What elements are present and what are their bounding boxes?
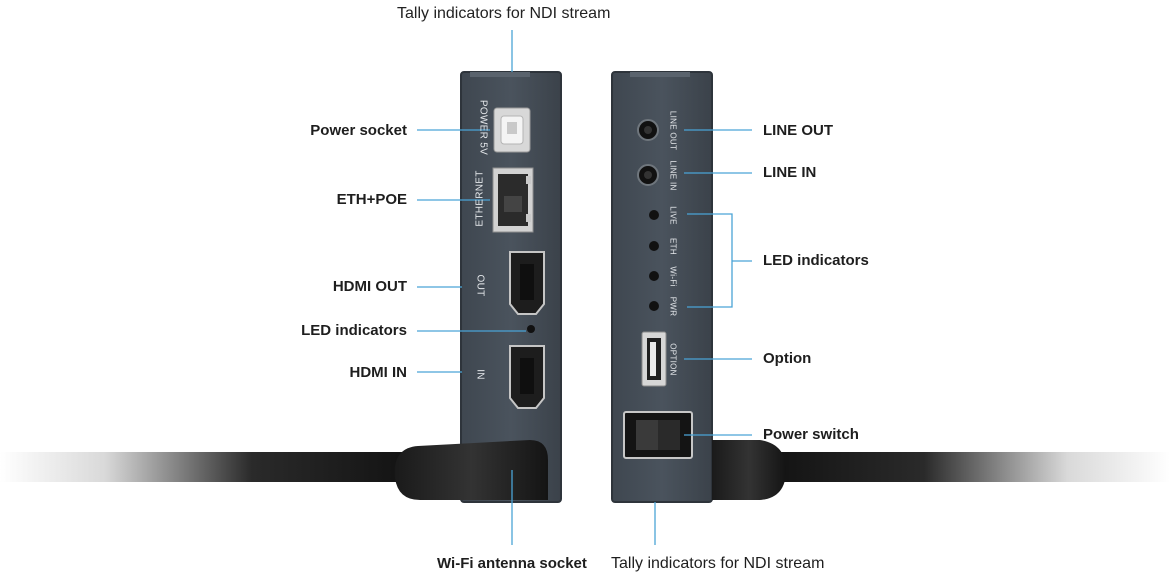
callout-power-switch: Power switch [763,426,859,443]
callout-eth-poe: ETH+POE [336,191,407,208]
led-indicator-icon [527,325,535,333]
power-socket-icon [493,107,531,153]
label-line-out: LINE OUT [668,110,678,151]
right-antenna-cable [760,452,1170,482]
label-option: OPTION [668,343,678,376]
ethernet-port-icon [492,167,534,233]
eth-led-icon [649,241,659,251]
label-pwr: PWR [668,296,678,317]
option-port-icon [641,331,667,387]
label-line-in: LINE IN [668,160,678,191]
callout-line-in: LINE IN [763,164,817,181]
label-ethernet: ETHERNET [474,170,486,227]
power-switch-icon [623,411,693,459]
live-led-icon [649,210,659,220]
left-device [394,71,562,503]
pwr-led-icon [649,301,659,311]
left-antenna-cable [0,452,420,482]
callout-hdmi-out: HDMI OUT [332,278,407,295]
label-hdmi-in: IN [474,369,486,380]
label-hdmi-out: OUT [474,274,486,297]
callout-right-led: LED indicators [763,252,869,269]
callout-tally-top: Tally indicators for NDI stream [397,5,611,22]
callout-left-led: LED indicators [301,322,407,339]
wifi-led-icon [649,271,659,281]
left-antenna-connector [394,440,548,500]
label-power-5v: POWER 5V [477,99,489,156]
callout-wifi-antenna: Wi-Fi antenna socket [437,555,587,572]
callout-option: Option [763,350,812,367]
callout-hdmi-in: HDMI IN [349,364,408,381]
hdmi-in-port-icon [509,345,545,409]
right-antenna-connector [712,440,786,500]
hdmi-out-port-icon [509,251,545,315]
callout-line-out: LINE OUT [763,122,833,139]
right-device [611,71,786,503]
callout-power-socket: Power socket [310,122,407,139]
callout-tally-bottom: Tally indicators for NDI stream [611,555,825,572]
callout-lines [417,30,752,545]
